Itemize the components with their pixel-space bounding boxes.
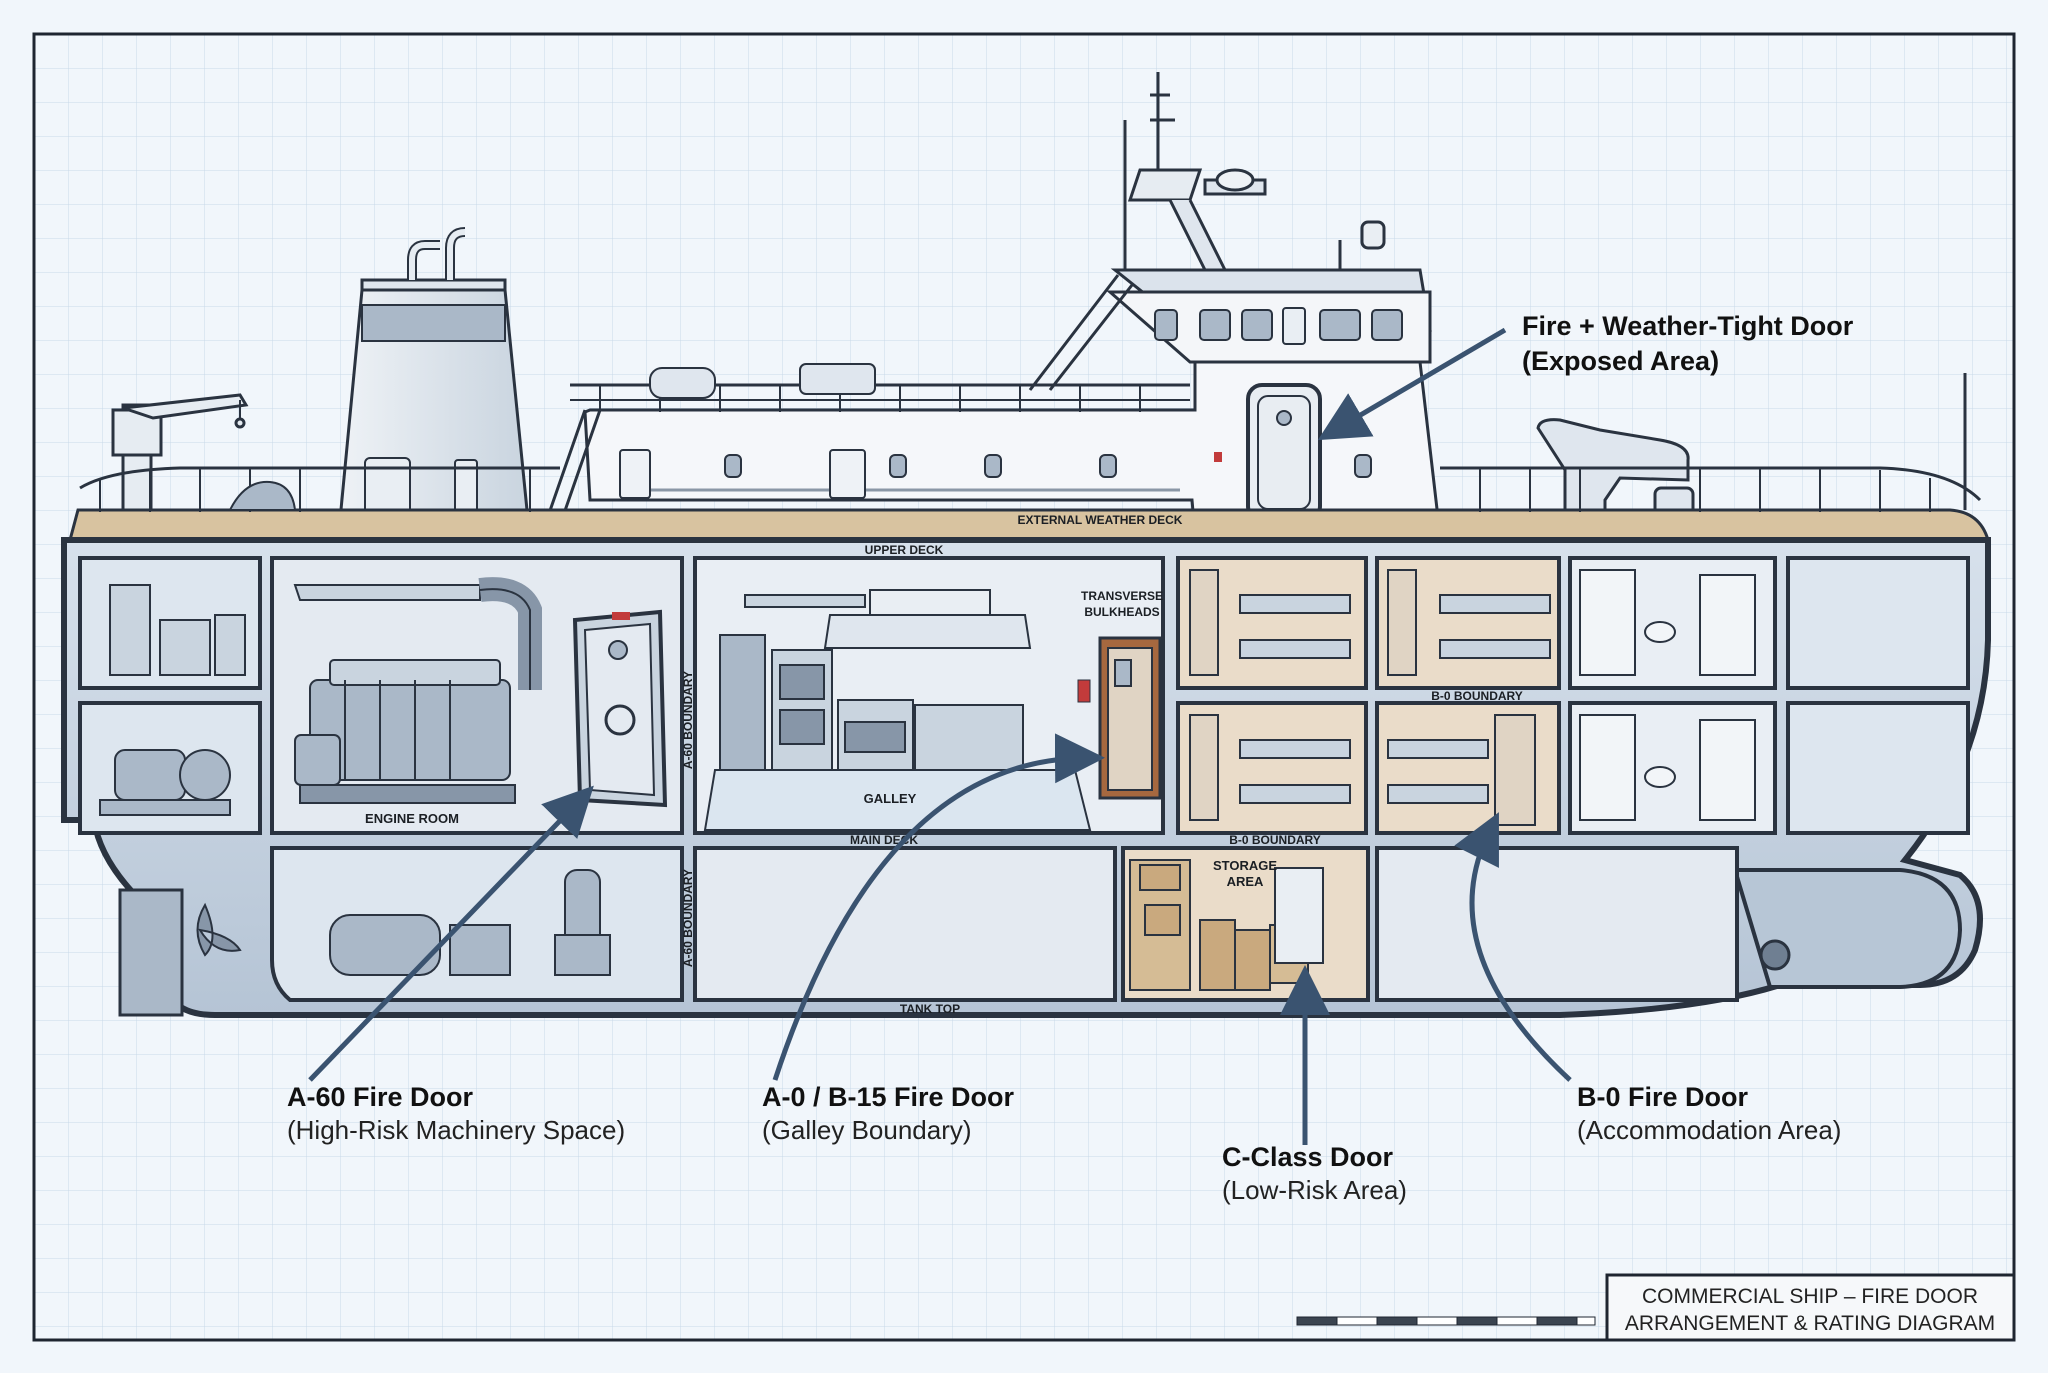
room-label-engine-room: ENGINE ROOM — [365, 811, 459, 826]
superstructure — [111, 72, 1967, 537]
boundary-label-a60-upper: A-60 BOUNDARY — [681, 671, 695, 769]
transverse-label-2: BULKHEADS — [1084, 605, 1159, 619]
callout-c-class-title: C-Class Door — [1222, 1142, 1394, 1172]
callout-c-class-subtitle: (Low-Risk Area) — [1222, 1175, 1407, 1205]
room-label-storage-2: AREA — [1227, 874, 1264, 889]
galley-equipment — [703, 589, 1092, 831]
callout-weather-door-title: Fire + Weather-Tight Door — [1522, 311, 1854, 341]
boundary-label-a60-lower: A-60 BOUNDARY — [681, 869, 695, 967]
tank-space-2 — [1375, 846, 1739, 1002]
boundary-label-b0-upper: B-0 BOUNDARY — [1431, 689, 1523, 703]
a60-fire-door — [572, 609, 668, 808]
tank-space-1 — [693, 846, 1117, 1002]
room-label-galley: GALLEY — [864, 791, 917, 806]
deck-label-tank-top: TANK TOP — [900, 1002, 960, 1016]
callout-arrows — [308, 327, 1572, 1145]
sheet-border — [32, 32, 2016, 1342]
callout-a60-title: A-60 Fire Door — [287, 1082, 474, 1112]
switchboard-icon — [109, 584, 246, 676]
funnel-icon — [338, 227, 530, 522]
callout-b0-subtitle: (Accommodation Area) — [1577, 1115, 1841, 1145]
fire-door-icon — [1214, 383, 1322, 522]
fwd-store-2 — [1786, 701, 1970, 835]
bathroom-fixtures — [1579, 569, 1756, 821]
callout-weather-door-subtitle: (Exposed Area) — [1522, 346, 1719, 376]
stove-icon — [837, 699, 914, 771]
callout-a60-subtitle: (High-Risk Machinery Space) — [287, 1115, 625, 1145]
arrow-b0-door — [1454, 812, 1572, 1082]
room-label-storage-1: STORAGE — [1213, 858, 1277, 873]
crane-icon — [111, 393, 249, 527]
galley-fire-door — [1077, 636, 1162, 800]
bulbous-bow-icon — [1732, 868, 1963, 989]
deck-label-upper-deck: UPPER DECK — [865, 543, 944, 557]
deckhouse — [543, 360, 1442, 537]
callout-a0-b15-subtitle: (Galley Boundary) — [762, 1115, 972, 1145]
arrow-a0-b15-door — [772, 733, 1105, 1081]
scale-bar — [1296, 1316, 1596, 1326]
title-block: COMMERCIAL SHIP – FIRE DOOR ARRANGEMENT … — [1605, 1273, 2016, 1342]
fwd-store-1 — [1786, 556, 1970, 690]
title-block-line2: ARRANGEMENT & RATING DIAGRAM — [1625, 1312, 1995, 1335]
mast-icon — [1123, 72, 1342, 290]
transverse-label-1: TRANSVERSE — [1081, 589, 1163, 603]
title-block-line1: COMMERCIAL SHIP – FIRE DOOR — [1642, 1285, 1978, 1308]
boundary-label-b0-lower: B-0 BOUNDARY — [1229, 833, 1321, 847]
callout-b0-title: B-0 Fire Door — [1577, 1082, 1749, 1112]
lower-machinery — [329, 869, 611, 976]
arrow-a60-door — [308, 785, 594, 1082]
bunk-bed-icon — [1189, 569, 1551, 826]
arrow-weather-door — [1317, 327, 1507, 441]
bridge — [1028, 268, 1432, 391]
radar-icon — [1203, 168, 1386, 250]
callout-a0-b15-title: A-0 / B-15 Fire Door — [762, 1082, 1015, 1112]
deck-label-external-weather-deck: EXTERNAL WEATHER DECK — [1018, 513, 1183, 527]
pump-icon — [99, 749, 231, 816]
engine-icon — [293, 577, 542, 804]
propeller-icon — [118, 888, 242, 1017]
